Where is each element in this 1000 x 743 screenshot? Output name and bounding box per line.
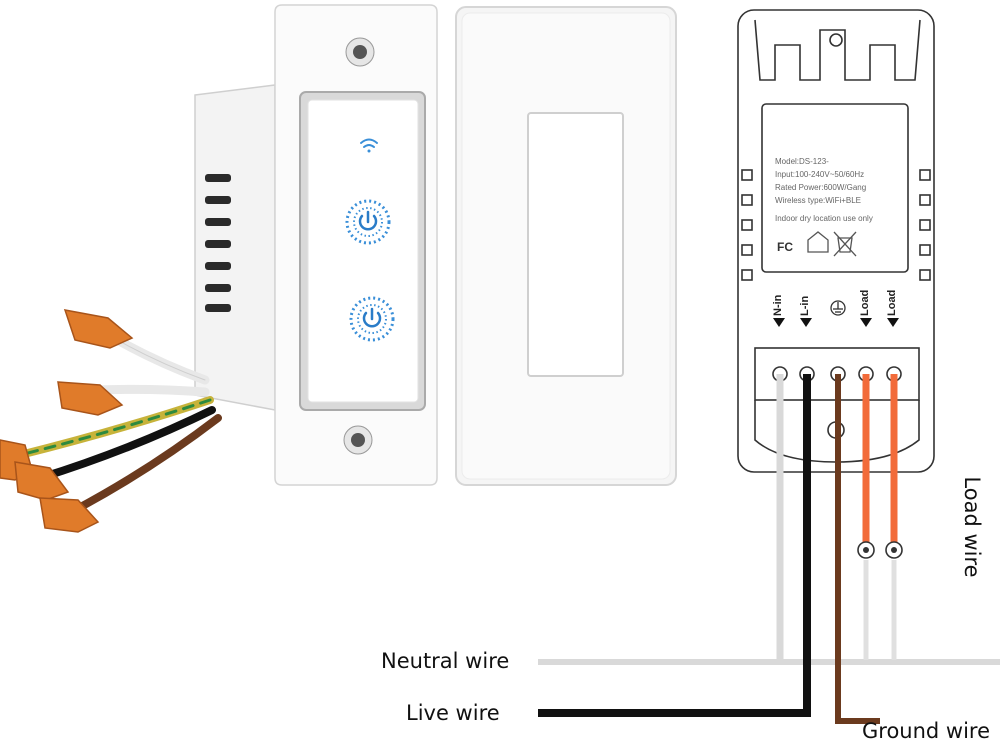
load-wire-label: Load wire	[960, 476, 984, 578]
fc-mark: FC	[777, 240, 793, 254]
spec-model: Model:DS-123-	[775, 157, 829, 166]
ground-wire	[835, 374, 880, 724]
spec-indoor: Indoor dry location use only	[775, 214, 873, 223]
terminal-label-load-1: Load	[859, 289, 871, 316]
terminal-label-n-in: N-in	[772, 294, 784, 316]
live-wire-label: Live wire	[406, 701, 500, 725]
power-icon	[349, 296, 395, 342]
terminal-label-l-in: L-in	[799, 295, 811, 316]
recycle-bin-icon	[833, 231, 857, 257]
ground-wire-label: Ground wire	[862, 719, 991, 743]
wire-nut	[0, 309, 134, 533]
spec-power: Rated Power:600W/Gang	[775, 183, 867, 192]
terminal-label-load-2: Load	[886, 289, 898, 316]
power-icon	[345, 199, 391, 245]
spec-input: Input:100-240V~50/60Hz	[775, 170, 865, 179]
wifi-icon	[360, 138, 378, 153]
spec-wireless: Wireless type:WiFi+BLE	[775, 196, 862, 205]
smart-switch	[194, 4, 438, 486]
wall-plate	[455, 6, 677, 486]
vent-slots	[205, 174, 231, 312]
mounting-hole-top	[345, 37, 375, 67]
load-wire	[857, 374, 903, 660]
neutral-wire-label: Neutral wire	[381, 649, 510, 673]
house-icon	[807, 231, 829, 253]
mounting-hole-bottom	[343, 425, 373, 455]
live-wire	[538, 374, 811, 717]
ground-icon	[830, 300, 846, 316]
neutral-wire	[538, 374, 1000, 665]
